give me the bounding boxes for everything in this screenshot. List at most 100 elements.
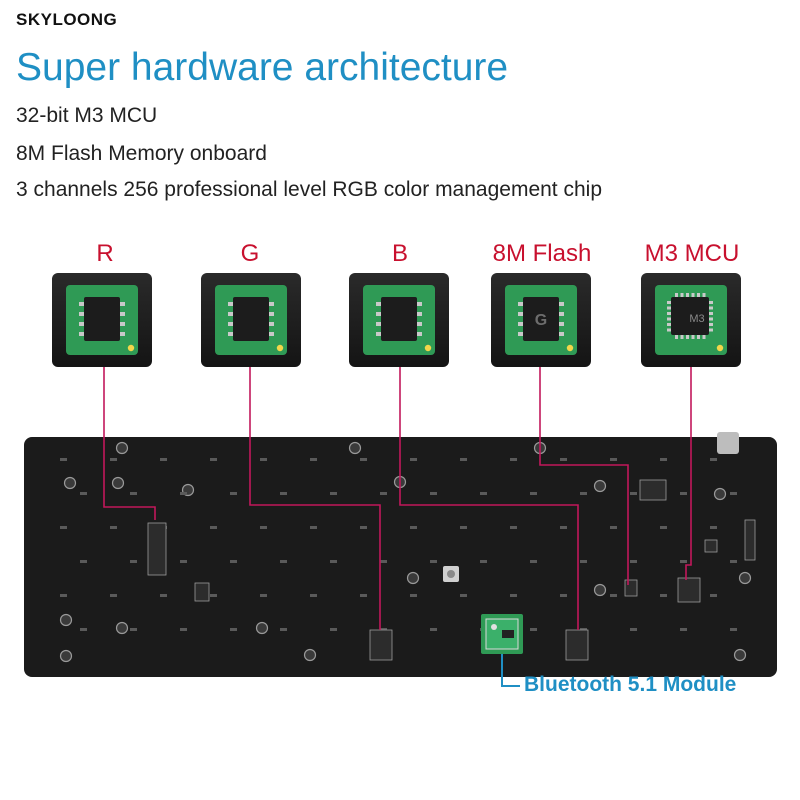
brand-logo: SKYLOONG xyxy=(16,10,118,29)
smd-component xyxy=(410,526,417,529)
mounting-hole-icon xyxy=(733,648,747,662)
soic-chip-icon xyxy=(79,297,125,341)
smd-component xyxy=(610,458,617,461)
smd-component xyxy=(530,628,537,631)
smd-component xyxy=(60,526,67,529)
mounting-hole-icon xyxy=(115,621,129,635)
smd-component xyxy=(130,560,137,563)
feature-mcu: 32-bit M3 MCU xyxy=(16,104,158,127)
smd-component xyxy=(230,492,237,495)
smd-component xyxy=(510,594,517,597)
soic-chip-icon xyxy=(228,297,274,341)
smd-component xyxy=(260,594,267,597)
smd-component xyxy=(60,458,67,461)
chip-tile-soic-1 xyxy=(201,273,301,367)
smd-component xyxy=(310,526,317,529)
smd-component xyxy=(710,526,717,529)
smd-component xyxy=(330,628,337,631)
bluetooth-module-label: Bluetooth 5.1 Module xyxy=(524,673,737,696)
smd-component xyxy=(330,492,337,495)
smd-component xyxy=(280,628,287,631)
smd-component xyxy=(630,628,637,631)
mounting-hole-icon xyxy=(59,649,73,663)
smd-component xyxy=(510,458,517,461)
smd-component xyxy=(210,594,217,597)
board-ic xyxy=(194,582,210,602)
bluetooth-module-icon xyxy=(481,614,523,654)
smd-component xyxy=(430,560,437,563)
mounting-hole-icon xyxy=(593,479,607,493)
mounting-hole-icon xyxy=(593,583,607,597)
smd-component xyxy=(460,594,467,597)
board-ic xyxy=(624,579,638,597)
mounting-hole-icon xyxy=(303,648,317,662)
smd-component xyxy=(180,492,187,495)
smd-component xyxy=(610,594,617,597)
pcb-components xyxy=(59,441,756,663)
smd-component xyxy=(260,458,267,461)
flash-chip-marking: G xyxy=(535,312,547,329)
smd-component xyxy=(230,560,237,563)
smd-component xyxy=(110,458,117,461)
page-title: Super hardware architecture xyxy=(16,46,509,89)
smd-component xyxy=(80,560,87,563)
smd-component xyxy=(610,526,617,529)
mounting-hole-icon xyxy=(738,571,752,585)
qfn-chip-icon: M3 xyxy=(667,293,713,339)
smd-component xyxy=(210,526,217,529)
smd-component xyxy=(660,526,667,529)
smd-component xyxy=(480,560,487,563)
smd-component xyxy=(160,458,167,461)
smd-component xyxy=(360,526,367,529)
smd-component xyxy=(730,560,737,563)
soic-chip-icon xyxy=(376,297,422,341)
smd-component xyxy=(360,458,367,461)
smd-component xyxy=(580,492,587,495)
feature-flash: 8M Flash Memory onboard xyxy=(16,142,267,165)
smd-component xyxy=(730,628,737,631)
smd-component xyxy=(180,628,187,631)
smd-component xyxy=(460,526,467,529)
chip-tile-qfn-4: M3 xyxy=(641,273,741,367)
smd-component xyxy=(730,492,737,495)
mounting-hole-icon xyxy=(348,441,362,455)
mcu-chip-marking: M3 xyxy=(689,313,704,325)
chip-label-flash: 8M Flash xyxy=(492,240,592,267)
board-ic xyxy=(744,519,756,561)
smd-component xyxy=(330,560,337,563)
feature-rgb: 3 channels 256 professional level RGB co… xyxy=(16,178,603,201)
smd-component xyxy=(660,458,667,461)
board-ic xyxy=(565,629,589,661)
smd-component xyxy=(80,628,87,631)
smd-component xyxy=(660,594,667,597)
smd-component xyxy=(560,594,567,597)
keyboard-pcb xyxy=(24,437,777,677)
bluetooth-leader-line xyxy=(501,654,520,687)
chip-label-r: R xyxy=(96,240,114,267)
smd-component xyxy=(310,594,317,597)
smd-component xyxy=(560,526,567,529)
smd-component xyxy=(680,628,687,631)
chip-tile-flash-3: G xyxy=(491,273,591,367)
smd-component xyxy=(410,594,417,597)
smd-component xyxy=(710,458,717,461)
chip-tile-soic-0 xyxy=(52,273,152,367)
smd-component xyxy=(280,492,287,495)
smd-component xyxy=(310,458,317,461)
smd-component xyxy=(460,458,467,461)
smd-component xyxy=(630,492,637,495)
smd-component xyxy=(110,594,117,597)
board-ic xyxy=(147,522,167,576)
board-ic xyxy=(369,629,393,661)
board-ic xyxy=(677,577,701,603)
chip-label-b: B xyxy=(391,240,408,267)
smd-component xyxy=(580,560,587,563)
board-ic xyxy=(639,479,667,501)
smd-component xyxy=(410,458,417,461)
chip-tile-soic-2 xyxy=(349,273,449,367)
smd-component xyxy=(680,560,687,563)
smd-component xyxy=(110,526,117,529)
smd-component xyxy=(60,594,67,597)
smd-component xyxy=(80,492,87,495)
